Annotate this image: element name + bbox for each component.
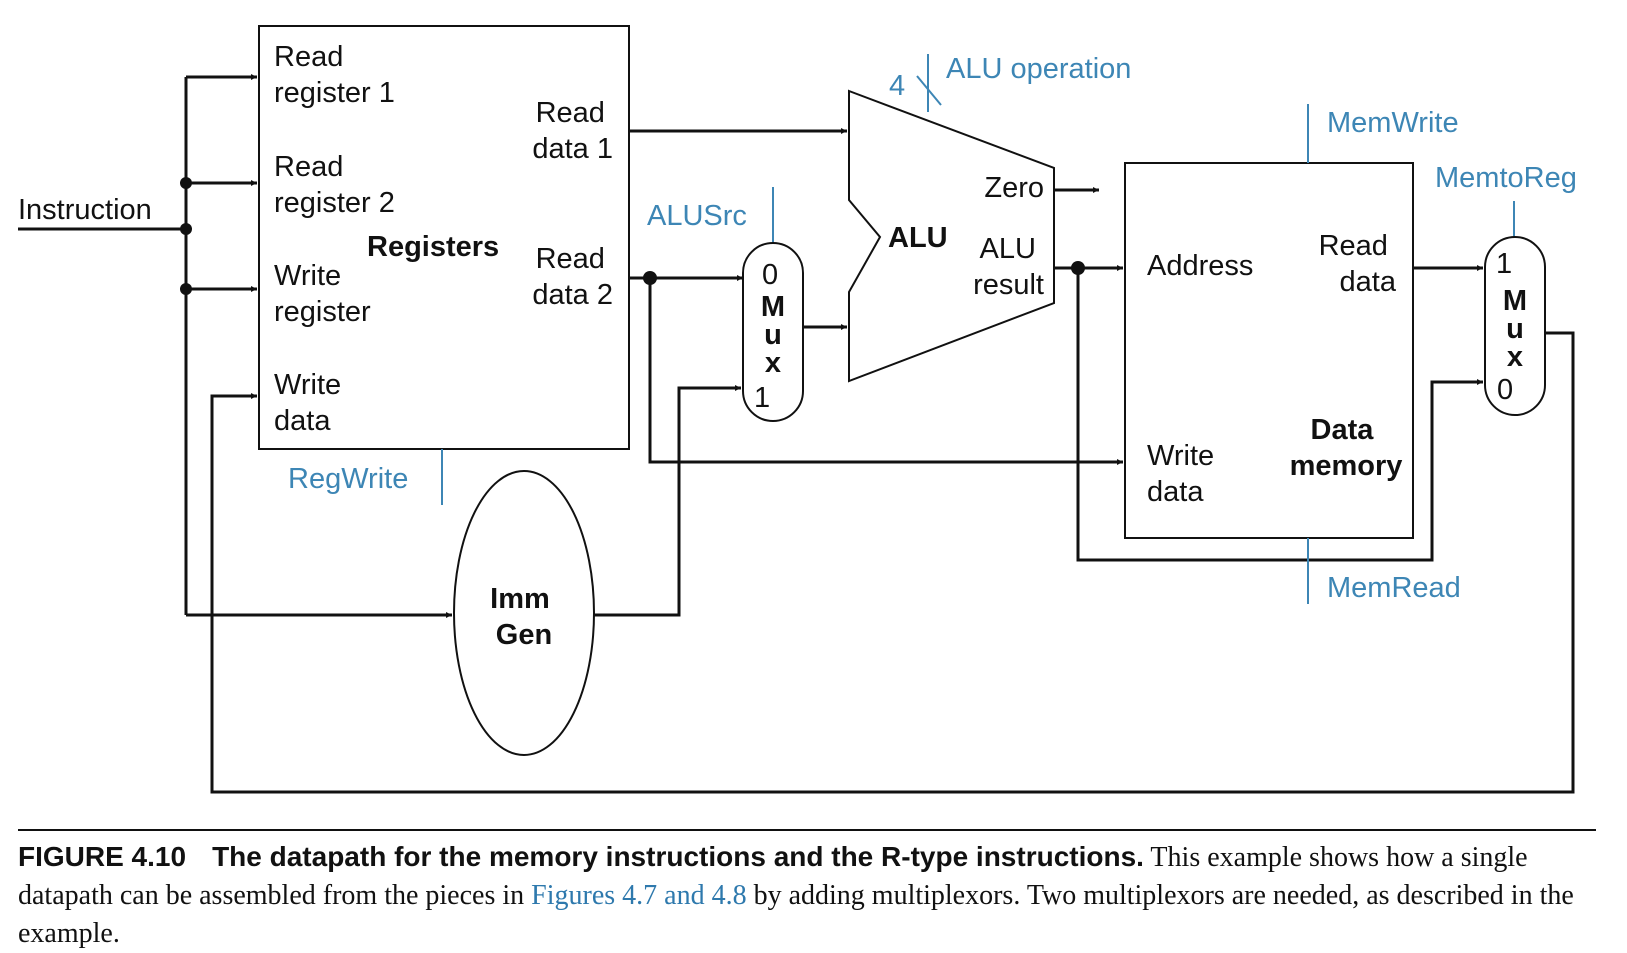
mem-mux-letter-x: x — [1507, 341, 1523, 373]
mem-mux-input-0-label: 0 — [1497, 374, 1513, 406]
memory-read-data-line2: data — [1340, 266, 1397, 298]
registers-write-data-label: Write data — [274, 369, 349, 437]
memory-write-data-line2: data — [1147, 476, 1204, 508]
read-data-1-label: Read data 1 — [532, 97, 613, 165]
junction-dot — [643, 271, 657, 285]
imm-gen-title-line2: Gen — [496, 619, 552, 651]
write-register-line2: register — [274, 296, 371, 328]
alu-mux-input-0-label: 0 — [762, 259, 778, 291]
memory-address-label: Address — [1147, 250, 1253, 282]
read-data-2-line2: data 2 — [532, 279, 613, 311]
memtoreg-mux — [1484, 236, 1546, 416]
alu-operation-width-label: 4 — [889, 70, 905, 102]
figure-reference-link[interactable]: Figures 4.7 and 4.8 — [531, 880, 747, 911]
alusrc-label: ALUSrc — [647, 200, 747, 232]
read-data-2-line1: Read — [536, 243, 605, 275]
read-register-2-line1: Read — [274, 151, 343, 183]
memory-read-data-line1: Read — [1319, 230, 1388, 262]
read-register-1-label: Read register 1 — [274, 41, 395, 109]
write-register-label: Write register — [274, 260, 371, 328]
registers-write-data-line1: Write — [274, 369, 341, 401]
read-register-2-label: Read register 2 — [274, 151, 395, 219]
alu-result-bypass-wire — [1076, 268, 1483, 562]
mem-mux-letter-m: M — [1503, 285, 1527, 317]
junction-dot — [180, 177, 192, 189]
data-memory-block — [1124, 162, 1414, 539]
caption-text-1: This example shows how a single datapath… — [18, 842, 1528, 911]
data-memory-title-line2: memory — [1290, 450, 1403, 482]
read-register-1-line2: register 1 — [274, 77, 395, 109]
datapath-diagram: Instruction Read register 1 Read registe… — [18, 25, 1577, 794]
read-data-1-line2: data 1 — [532, 133, 613, 165]
imm-gen-block — [453, 470, 595, 756]
junction-dot — [180, 283, 192, 295]
memory-read-data-label: Read data — [1319, 230, 1397, 298]
junction-dot — [180, 223, 192, 235]
alu-result-line2: result — [973, 269, 1044, 301]
alu-operation-bus-slash — [916, 75, 942, 106]
alu-mux-letter-u: u — [764, 319, 782, 351]
data-memory-title-line1: Data — [1311, 414, 1375, 446]
figure-caption: FIGURE 4.10 The datapath for the memory i… — [18, 838, 1598, 953]
memory-write-data-label: Write data — [1147, 440, 1222, 508]
write-back-wire — [210, 331, 1575, 794]
write-register-line1: Write — [274, 260, 341, 292]
instruction-label: Instruction — [18, 194, 152, 226]
figure-title: The datapath for the memory instructions… — [212, 841, 1144, 872]
alu-title: ALU — [888, 222, 948, 254]
alu-zero-label: Zero — [984, 172, 1044, 204]
memory-write-data-line1: Write — [1147, 440, 1214, 472]
alu-result-label: ALU result — [973, 233, 1044, 301]
read-data-1-line1: Read — [536, 97, 605, 129]
registers-title: Registers — [367, 231, 499, 263]
memread-label: MemRead — [1327, 572, 1461, 604]
read-data-2-label: Read data 2 — [532, 243, 613, 311]
alu-operation-label: ALU operation — [946, 53, 1131, 85]
imm-gen-title: Imm Gen — [490, 583, 558, 651]
read-register-1-line1: Read — [274, 41, 343, 73]
alu-source-mux — [742, 242, 804, 422]
read-data-2-to-memory-wire — [648, 278, 1123, 465]
memtoreg-label: MemtoReg — [1435, 162, 1577, 194]
alu-mux-letter-m: M — [761, 291, 785, 323]
memwrite-label: MemWrite — [1327, 107, 1459, 139]
alu-result-line1: ALU — [980, 233, 1036, 265]
imm-to-mux-wire — [594, 385, 741, 617]
alu-mux-letter-x: x — [765, 347, 781, 379]
registers-write-data-line2: data — [274, 405, 331, 437]
data-memory-title: Data memory — [1290, 414, 1403, 482]
alu-mux-input-1-label: 1 — [754, 382, 770, 414]
imm-gen-title-line1: Imm — [490, 583, 550, 615]
caption-rule — [18, 829, 1596, 831]
caption-text-2: by adding multiplexors. Two multiplexors… — [18, 880, 1574, 949]
read-register-2-line2: register 2 — [274, 187, 395, 219]
mem-mux-letter-u: u — [1506, 313, 1524, 345]
regwrite-label: RegWrite — [288, 463, 408, 495]
figure-number: FIGURE 4.10 — [18, 841, 187, 872]
mem-mux-input-1-label: 1 — [1496, 248, 1512, 280]
registers-block — [258, 25, 630, 450]
